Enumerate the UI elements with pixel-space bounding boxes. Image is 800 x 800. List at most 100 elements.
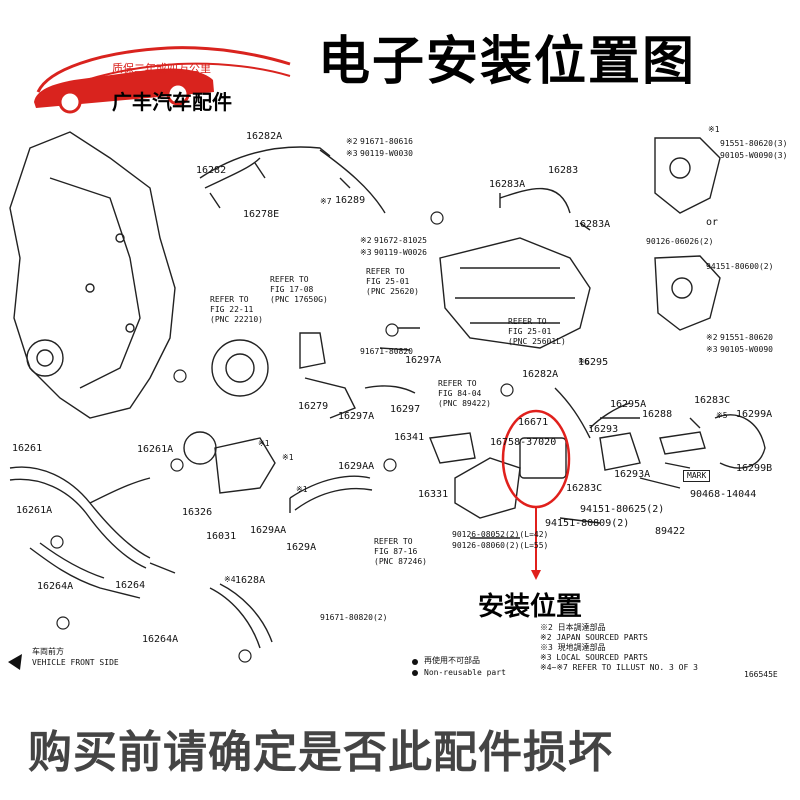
ref-label: 91551-80620(3) [720, 139, 788, 148]
ref-label: 91671-80820(2) [320, 613, 388, 622]
ref-label: FIG 17-08 [270, 285, 314, 294]
part-label: 16341 [394, 432, 425, 443]
part-label: 16264A [37, 581, 74, 592]
part-label: 1629A [286, 542, 317, 553]
part-label: 16293 [588, 424, 619, 435]
legend-note: ※2 JAPAN SOURCED PARTS [540, 633, 648, 642]
part-label: 16297A [338, 411, 375, 422]
legend-note: ※2 日本調達部品 [540, 623, 606, 632]
part-label: 1629AA [250, 525, 287, 536]
logo-slogan: 质保二年或四万公里 [112, 62, 211, 75]
part-label: 16289 [335, 195, 366, 206]
part-label: 16288 [642, 409, 673, 420]
note-marker: ※6 [578, 357, 590, 366]
note-marker: ※2 [706, 333, 718, 342]
ref-label: 90126-06026(2) [646, 237, 714, 246]
nonreusable-cn: 再使用不可部品 [424, 656, 480, 665]
legend-note: ※4~※7 REFER TO ILLUST NO. 3 OF 3 [540, 663, 698, 672]
brand-logo: 质保二年或四万公里 广丰汽车配件 [28, 30, 298, 120]
ref-label: (PNC 22210) [210, 315, 263, 324]
ref-label: (PNC 17650G) [270, 295, 328, 304]
part-label: 16299B [736, 463, 773, 474]
nonreusable-bullet-icon [412, 659, 418, 665]
part-label: 16331 [418, 489, 449, 500]
outlet-flange-top [654, 137, 721, 214]
egr-valve-shape [439, 237, 591, 349]
note-marker: ※5 [716, 411, 728, 420]
part-label: 16758-37020 [490, 437, 557, 448]
ref-label: FIG 25-01 [508, 327, 552, 336]
ref-label: 91672-81025 [374, 236, 427, 245]
ref-label: 91671-80820 [360, 347, 413, 356]
ref-label: REFER TO [366, 267, 405, 276]
part-label: 16283 [548, 165, 579, 176]
part-label: 16261A [16, 505, 53, 516]
footer: 购买前请确定是否此配件损坏 [0, 688, 800, 800]
note-marker: ※3 [346, 149, 358, 158]
logo-brand: 广丰汽车配件 [112, 90, 232, 114]
note-marker: ※3 [706, 345, 718, 354]
vehicle-front-en: VEHICLE FRONT SIDE [32, 658, 119, 667]
ref-label: 91671-80616 [360, 137, 413, 146]
part-label: 16264A [142, 634, 179, 645]
part-label: 16282 [196, 165, 227, 176]
outlet-flange-bottom [654, 255, 721, 331]
part-label: 16282A [522, 369, 559, 380]
part-label: 16282A [246, 131, 283, 142]
note-marker: ※1 [708, 125, 720, 134]
part-label: 16326 [182, 507, 213, 518]
note-marker: ※1 [282, 453, 294, 462]
part-label: 16264 [115, 580, 146, 591]
nonreusable-en: Non-reusable part [424, 668, 506, 677]
ref-label: (PNC 25620) [366, 287, 419, 296]
part-label: 16299A [736, 409, 773, 420]
part-label: 89422 [655, 526, 686, 537]
ref-label: FIG 84-04 [438, 389, 482, 398]
ref-label: REFER TO [438, 379, 477, 388]
page-title: 电子安装位置图 [318, 32, 697, 92]
part-label: 94151-80809(2) [545, 518, 630, 529]
ref-label: 90119-W0026 [374, 248, 427, 257]
car-silhouette-icon [34, 46, 291, 114]
ref-label: (PNC 25601L) [508, 337, 566, 346]
mark-box: MARK [683, 470, 711, 482]
install-highlight-ellipse [501, 409, 571, 509]
part-label: 16261A [137, 444, 174, 455]
ref-label: REFER TO [508, 317, 547, 326]
part-label: 16031 [206, 531, 237, 542]
note-marker: ※2 [346, 137, 358, 146]
footer-notice: 购买前请确定是否此配件损坏 [28, 727, 613, 778]
header: 质保二年或四万公里 广丰汽车配件 电子安装位置图 [0, 0, 800, 118]
note-marker: ※4 [224, 575, 236, 584]
part-label: 16297A [405, 355, 442, 366]
part-label: 16283C [566, 483, 603, 494]
parts-diagram: 16282A 16282 16278E 16289 16283 16283A 1… [0, 118, 800, 688]
thermostat-housing-shape [519, 437, 567, 479]
ref-label: or [706, 217, 719, 228]
part-label: 16295A [610, 399, 647, 410]
note-marker: ※7 [320, 197, 332, 206]
part-label: 16283A [574, 219, 611, 230]
part-label: 16297 [390, 404, 421, 415]
ref-label: FIG 87-16 [374, 547, 418, 556]
ref-label: 90105-W0090 [720, 345, 773, 354]
part-label: 16293A [614, 469, 651, 480]
ref-label: FIG 22-11 [210, 305, 254, 314]
vehicle-front-cn: 车両前方 [32, 647, 64, 656]
ref-label: (PNC 87246) [374, 557, 427, 566]
note-marker: ※3 [360, 248, 372, 257]
ref-label: 90119-W0030 [360, 149, 413, 158]
note-marker: ※2 [360, 236, 372, 245]
ref-label: FIG 25-01 [366, 277, 410, 286]
part-label: 1628A [235, 575, 266, 586]
throttle-body-shape [211, 339, 269, 397]
diagram-drawing [8, 131, 766, 676]
install-position-callout: 安装位置 [478, 592, 583, 622]
legend-note: ※3 現地調達部品 [540, 643, 606, 652]
install-arrow-head [531, 570, 541, 580]
part-label: 1629AA [338, 461, 375, 472]
illustration-number: 166545E [744, 670, 778, 679]
ref-label: REFER TO [374, 537, 413, 546]
note-marker: ※1 [258, 439, 270, 448]
part-label: 16279 [298, 401, 329, 412]
